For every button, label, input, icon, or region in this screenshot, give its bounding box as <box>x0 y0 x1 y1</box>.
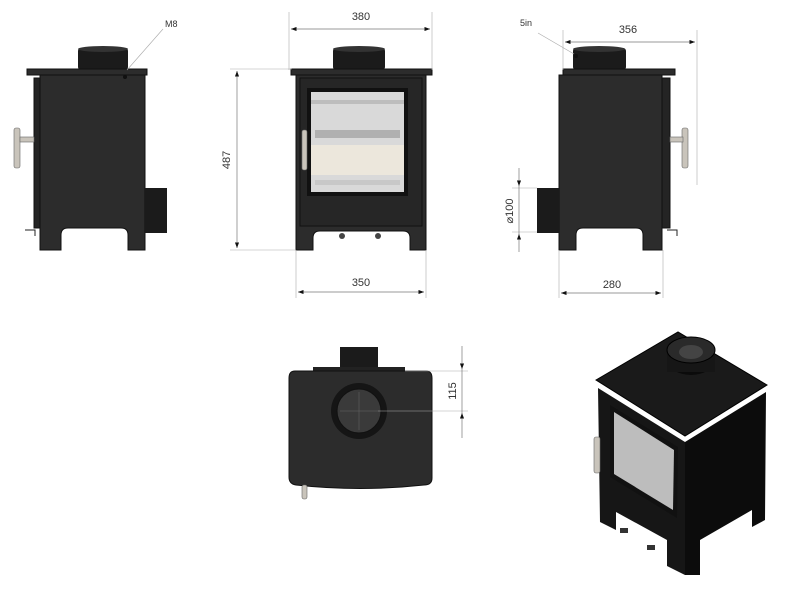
stove-body <box>558 74 663 251</box>
flue-collar <box>333 48 385 70</box>
left-side-view: M8 <box>13 19 178 251</box>
outlet-diameter-label: ⌀100 <box>504 199 516 224</box>
rear-outlet <box>537 188 559 233</box>
base-depth-dimension-label: 280 <box>603 279 621 291</box>
door-handle <box>681 127 689 169</box>
front-view: 380 487 350 <box>221 11 433 298</box>
flue-collar <box>340 347 378 370</box>
top-plate <box>290 68 433 76</box>
door-handle <box>13 127 21 169</box>
door-handle <box>301 129 308 171</box>
width-dimension-label: 380 <box>352 11 370 23</box>
isometric-view <box>593 331 768 575</box>
depth-dimension-label: 356 <box>619 24 637 36</box>
5in-callout: 5in <box>520 18 532 28</box>
top-plan-view: 115 <box>288 346 468 500</box>
stove-body <box>39 74 146 251</box>
base-width-dimension-label: 350 <box>352 277 370 289</box>
flue-collar <box>78 48 128 70</box>
right-side-view: 5in 356 ⌀100 280 <box>504 18 698 298</box>
top-plate <box>26 68 148 76</box>
flue-collar <box>573 48 626 70</box>
m8-callout: M8 <box>165 19 178 29</box>
top-plate <box>562 68 676 76</box>
glass <box>311 92 404 192</box>
iso-side <box>685 392 766 575</box>
iso-glass <box>614 412 674 510</box>
5in-leader <box>537 32 575 55</box>
rear-outlet <box>145 188 167 233</box>
outlet-offset-label: 115 <box>447 382 459 400</box>
iso-top <box>595 331 768 437</box>
height-dimension-label: 487 <box>221 151 233 169</box>
door-handle <box>301 484 308 500</box>
door-handle <box>593 436 601 474</box>
m8-leader <box>126 28 164 71</box>
